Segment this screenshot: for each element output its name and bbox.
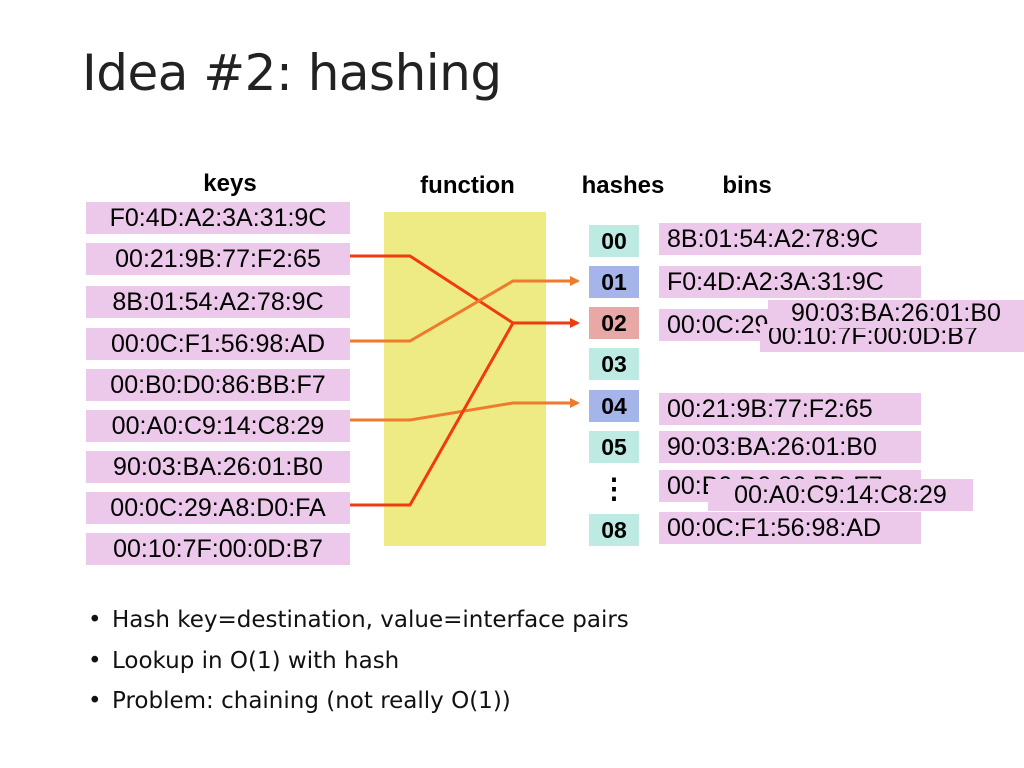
key-item: 8B:01:54:A2:78:9C: [86, 286, 350, 318]
bin-06-chained: 00:A0:C9:14:C8:29: [708, 479, 973, 511]
bullet-item: • Hash key=destination, value=interface p…: [88, 604, 629, 645]
bin-02-chained-2: 90:03:BA:26:01:B0: [768, 300, 1024, 328]
key-item: 00:21:9B:77:F2:65: [86, 243, 350, 275]
hash-08: 08: [589, 514, 639, 546]
function-header: function: [420, 172, 515, 199]
bullet-text: Lookup in O(1) with hash: [112, 647, 400, 674]
hash-function-box: [384, 212, 546, 546]
bullet-dot-icon: •: [88, 647, 102, 674]
bullet-list: • Hash key=destination, value=interface p…: [88, 604, 629, 726]
bin-04: 00:21:9B:77:F2:65: [659, 393, 921, 425]
bin-02-chained-1: 00:10:7F:00:0D:B7: [760, 324, 1024, 352]
bin-05: 90:03:BA:26:01:B0: [659, 431, 921, 463]
key-item: 00:0C:29:A8:D0:FA: [86, 492, 350, 524]
hashes-header: hashes: [581, 172, 665, 199]
key-item: 00:0C:F1:56:98:AD: [86, 328, 350, 360]
bin-08: 00:0C:F1:56:98:AD: [659, 512, 921, 544]
hash-00: 00: [589, 225, 639, 257]
hash-04: 04: [589, 390, 639, 422]
arrow-key7-to-02: [350, 322, 515, 507]
arrow-key1-to-02: [350, 254, 580, 328]
hash-03: 03: [589, 348, 639, 380]
bin-01: F0:4D:A2:3A:31:9C: [659, 266, 921, 298]
key-item: 00:A0:C9:14:C8:29: [86, 410, 350, 442]
arrow-key3-to-01: [350, 276, 580, 343]
slide-title: Idea #2: hashing: [82, 44, 502, 102]
bullet-dot-icon: •: [88, 688, 102, 714]
bullet-item: • Problem: chaining (not really O(1)): [88, 685, 629, 726]
bullet-text: Problem: chaining (not really O(1)): [112, 688, 511, 714]
key-item: 00:10:7F:00:0D:B7: [86, 533, 350, 565]
keys-header: keys: [203, 170, 257, 197]
bullet-item: • Lookup in O(1) with hash: [88, 645, 629, 686]
bullet-dot-icon: •: [88, 607, 102, 633]
hash-02: 02: [589, 307, 639, 339]
key-item: 90:03:BA:26:01:B0: [86, 451, 350, 483]
bin-00: 8B:01:54:A2:78:9C: [659, 223, 921, 255]
bullet-text: Hash key=destination, value=interface pa…: [112, 607, 629, 633]
hash-05: 05: [589, 431, 639, 463]
key-item: F0:4D:A2:3A:31:9C: [86, 202, 350, 234]
bins-header: bins: [722, 172, 772, 199]
ellipsis-icon: ⋮: [600, 473, 628, 504]
key-item: 00:B0:D0:86:BB:F7: [86, 369, 350, 401]
hash-01: 01: [589, 266, 639, 298]
